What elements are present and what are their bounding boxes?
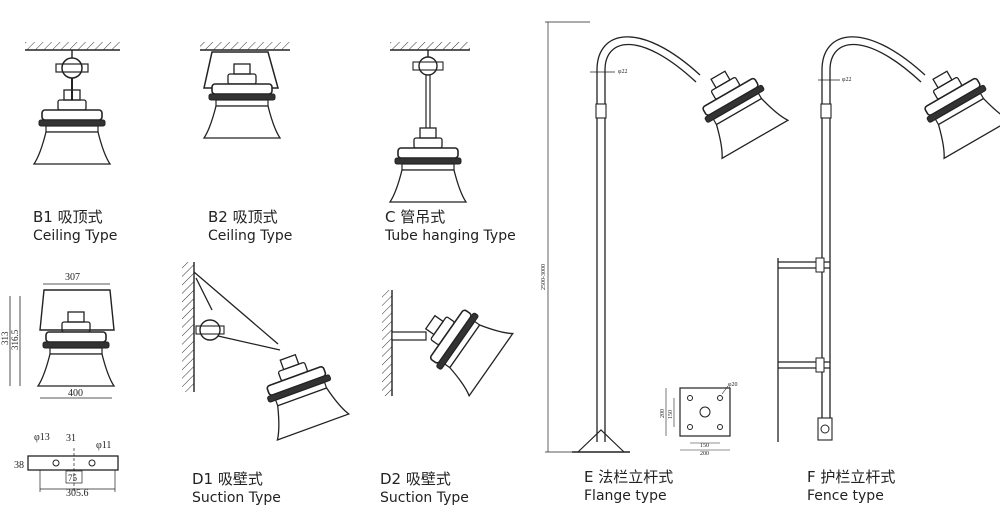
caption-b1-en: Ceiling Type [33,228,118,244]
dim-pipe-f: φ22 [842,77,851,83]
dim-height-outer: 313 [0,331,10,345]
figure-d2 [382,290,514,397]
dim-flange-hole: φ20 [728,382,737,388]
caption-b1-cn: B1 吸顶式 [33,208,103,226]
figure-c [389,42,470,203]
figure-dimension-front: 307 313 316.5 400 [0,272,115,399]
figure-f: φ22 [777,36,1000,442]
caption-d2-cn: D2 吸壁式 [380,470,451,488]
dim-flange-d: 200 [700,451,709,457]
caption-f-cn: F 护栏立杆式 [807,468,896,486]
caption-d1-en: Suction Type [192,490,281,506]
caption-e-en: Flange type [584,488,667,504]
dim-height-inner: 316.5 [10,329,20,350]
dim-base-hole1: φ13 [34,432,50,443]
dim-width-bottom: 400 [68,388,83,399]
caption-e-cn: E 法栏立杆式 [584,468,674,486]
dim-base-center: 75 [68,473,78,483]
caption-c-cn: C 管吊式 [385,208,446,226]
caption-b2-en: Ceiling Type [208,228,293,244]
caption-d2-en: Suction Type [380,490,469,506]
dim-base-pitch: 31 [66,433,76,444]
caption-f-en: Fence type [807,488,884,504]
dim-base-hole2: φ11 [96,440,111,451]
dim-base-length: 305.6 [66,488,89,499]
dim-pipe-e: φ22 [618,69,627,75]
caption-b2-cn: B2 吸顶式 [208,208,278,226]
dim-width-top: 307 [65,272,80,283]
dim-flange-b: 150 [668,410,674,419]
figure-b1 [25,42,120,165]
figure-b2 [200,42,290,139]
figure-e: 2500-3000 φ22 φ20 200 150 150 200 [541,21,789,457]
dim-base-height: 38 [14,460,24,471]
figure-base-plate: φ13 31 φ11 38 75 305.6 [14,432,119,499]
dim-flange-a: 200 [660,409,666,418]
dim-flange-c: 150 [700,443,709,449]
figure-d1 [182,262,350,441]
caption-d1-cn: D1 吸壁式 [192,470,263,488]
caption-c-en: Tube hanging Type [385,228,516,244]
dim-pole-height: 2500-3000 [541,264,547,290]
